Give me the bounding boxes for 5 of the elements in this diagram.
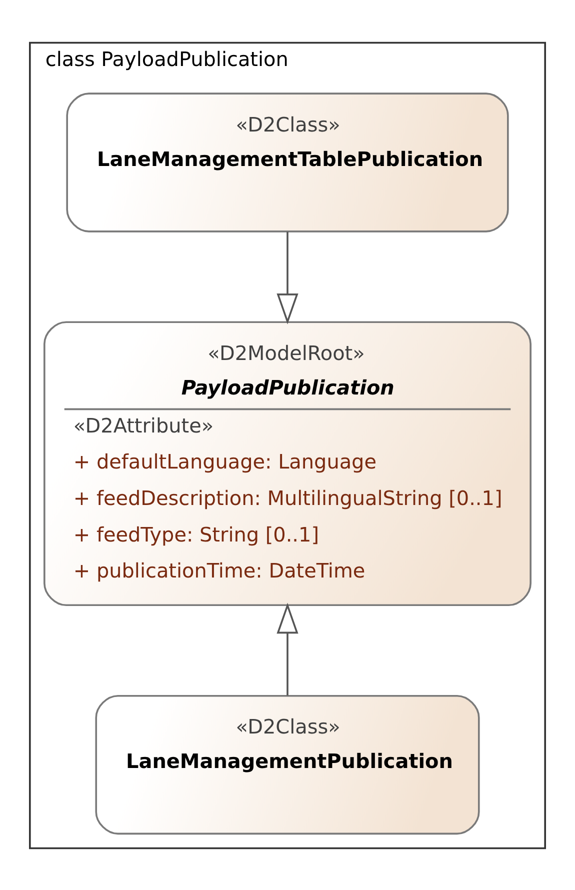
node-box: «D2Class» LaneManagementTablePublication [66, 92, 509, 232]
node-box: «D2Class» LaneManagementPublication [95, 694, 480, 834]
arrow [276, 231, 298, 324]
arrow [276, 602, 298, 695]
node-box: «D2ModelRoot» PayloadPublication «D2Attribute» + defaultLanguage: Language + feedDescription: MultilingualString [0..1] + feedType: String [0..1] + publicationTime: DateTime [44, 320, 532, 606]
